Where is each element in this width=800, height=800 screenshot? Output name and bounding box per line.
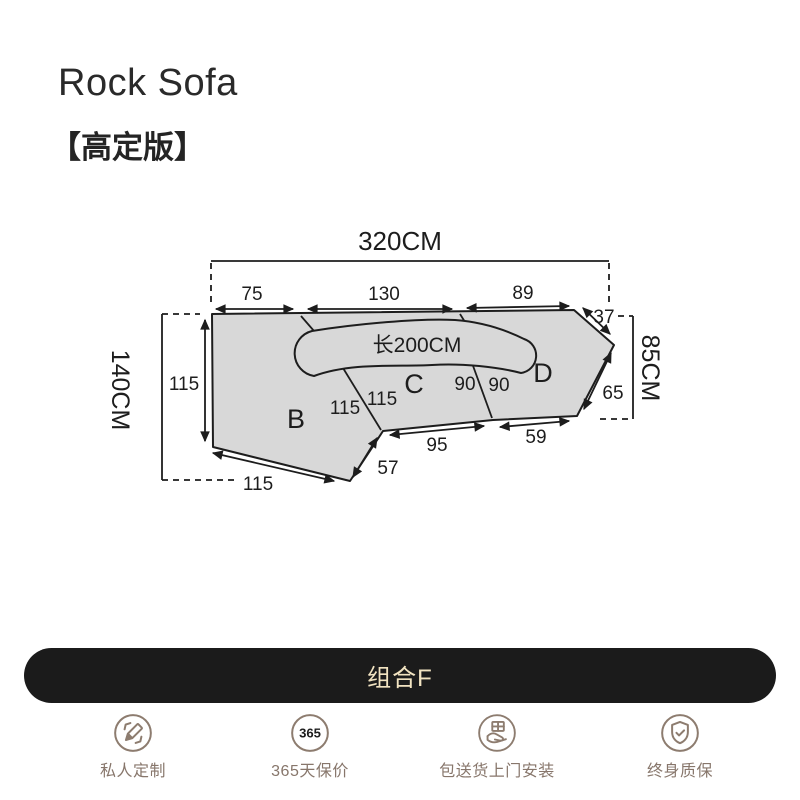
badge-365-text: 365 xyxy=(299,726,321,741)
dim-bc-left-label: 115 xyxy=(330,398,360,419)
backrest-cushion xyxy=(293,318,538,378)
footer-label-warranty: 终身质保 xyxy=(646,763,713,780)
footer-item-customization: 私人定制 xyxy=(38,712,228,781)
combination-button[interactable]: 组合F xyxy=(24,648,776,703)
dim-115-bottom-arrow xyxy=(211,450,336,484)
dim-65-label: 65 xyxy=(602,383,623,404)
section-d-label: D xyxy=(533,358,553,388)
badge-365-icon: 365 xyxy=(291,714,329,752)
section-c-label: C xyxy=(404,369,424,399)
dim-37-arrow xyxy=(582,307,611,335)
section-b-label: B xyxy=(287,404,305,434)
dim-37-label: 37 xyxy=(593,307,614,328)
dim-right-height-label: 85CM xyxy=(636,335,664,402)
dim-115-bottom-label: 115 xyxy=(243,474,273,495)
dim-57-label: 57 xyxy=(377,458,398,479)
dim-89-label: 89 xyxy=(512,283,533,304)
footer-label-price-protection: 365天保价 xyxy=(271,763,349,780)
pencil-edit-icon xyxy=(114,714,152,752)
delivery-install-icon xyxy=(478,714,516,752)
footer-label-delivery-install: 包送货上门安装 xyxy=(439,763,555,780)
dim-total-width xyxy=(210,260,610,302)
dim-left-height-label: 140CM xyxy=(106,350,134,431)
footer-label-customization: 私人定制 xyxy=(99,763,166,780)
dim-57-arrow xyxy=(352,436,378,479)
divider-b-c xyxy=(342,367,382,431)
shield-check-icon xyxy=(661,714,699,752)
combination-button-label: 组合F xyxy=(367,665,433,692)
service-footer: 私人定制 365 365天保价 包送货上门安装 终身质保 xyxy=(0,712,800,796)
footer-item-price-protection: 365 365天保价 xyxy=(215,712,405,781)
seam-left xyxy=(300,315,315,332)
dim-89-arrow xyxy=(465,301,571,313)
footer-item-delivery-install: 包送货上门安装 xyxy=(402,712,592,781)
backrest-length-label: 长200CM xyxy=(373,334,462,357)
dim-59-arrow xyxy=(498,417,571,431)
divider-c-d xyxy=(471,362,493,419)
dim-59-label: 59 xyxy=(525,427,546,448)
dim-cd-left-label: 90 xyxy=(454,374,475,395)
dim-130-label: 130 xyxy=(368,284,400,305)
dim-65-arrow xyxy=(583,351,612,411)
dim-95-label: 95 xyxy=(426,435,447,456)
dim-left-height xyxy=(161,313,238,481)
dimension-diagram: 320CM 75 130 89 37 140CM 115 85CM 65 95 … xyxy=(106,226,664,495)
dim-bc-right-label: 115 xyxy=(367,389,397,410)
dim-95-arrow xyxy=(388,422,486,439)
edition-subtitle: 【高定版】 xyxy=(50,130,205,165)
footer-item-warranty: 终身质保 xyxy=(585,712,775,781)
dim-115-left-label: 115 xyxy=(169,374,199,395)
dim-total-width-label: 320CM xyxy=(358,226,442,256)
dim-right-height xyxy=(600,315,634,420)
product-title: Rock Sofa xyxy=(58,62,238,104)
dim-75-label: 75 xyxy=(241,284,262,305)
dim-cd-right-label: 90 xyxy=(488,375,509,396)
